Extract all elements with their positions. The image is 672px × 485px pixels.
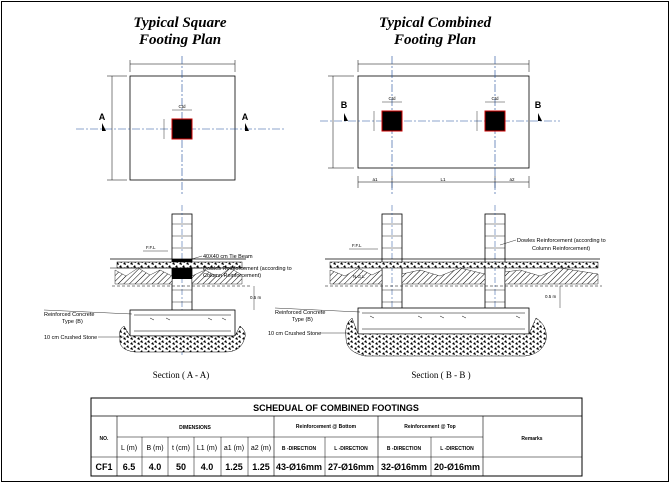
dowels-label-a-2: Column Reinforcement): [203, 273, 261, 279]
stone-label-b: 10 cm Crushed Stone: [268, 331, 321, 337]
ffl-label-a: F.F.L: [146, 245, 156, 250]
dowels-label-a-1: Dowles Reinforcement (according to: [203, 266, 292, 272]
section-mark-b-left: B: [341, 100, 348, 110]
table-cell: 50: [176, 462, 186, 472]
column-square-left: [381, 110, 403, 132]
section-arrow-icon: [102, 123, 106, 131]
ffl-label-b: F.F.L: [352, 243, 362, 248]
column-square: [171, 118, 193, 140]
section-mark-b-right: B: [535, 100, 542, 110]
sub-header: L -DIRECTION: [440, 446, 474, 452]
combined-column-dim-right: Ctd: [491, 96, 499, 101]
tie-beam-label: 40X40 cm Tie Beam: [203, 254, 253, 260]
bottom-header: Reinforcement @ Bottom: [296, 424, 357, 430]
section-mark-a-left: A: [99, 112, 106, 122]
sub-header: a2 (m): [251, 445, 271, 452]
sub-header: a1 (m): [224, 445, 244, 452]
table-cell: 4.0: [201, 462, 214, 472]
table-cell: 27-Ø16mm: [328, 462, 374, 472]
sub-header: t (cm): [172, 445, 190, 452]
table-cell: 1.25: [225, 462, 243, 472]
rc-label-b-1: Reinforced Concrete: [275, 310, 325, 316]
section-b-b: 0.5 m F.F.L N.G.L Dowles Reinforcement (…: [268, 205, 606, 380]
dowels-label-b-1: Dowles Reinforcement (according to: [517, 238, 606, 244]
top-header: Reinforcement @ Top: [404, 424, 455, 430]
no-header: NO.: [100, 436, 110, 442]
combined-title-line2: Footing Plan: [393, 32, 476, 48]
rc-label-b-2: Type (B): [292, 317, 313, 323]
depth-label-b: 0.5 m: [545, 294, 557, 299]
dowels-label-b-2: Column Reinforcement): [532, 246, 590, 252]
section-arrow-icon: [538, 113, 542, 121]
combined-footing-plan: a1 L1 a2 Ctd Ctd B B: [320, 56, 560, 196]
table-cell: 1.25: [252, 462, 270, 472]
sub-header: B -DIRECTION: [282, 446, 317, 452]
combined-footing-outline: [357, 75, 530, 169]
table-cell: 43-Ø16mm: [276, 462, 322, 472]
footing-a: [129, 309, 236, 337]
schedule-title: SCHEDUAL OF COMBINED FOOTINGS: [253, 403, 419, 413]
ngl-label: N.G.L: [353, 274, 365, 279]
sub-header: L (m): [121, 445, 137, 452]
square-title-line1: Typical Square: [133, 15, 227, 31]
dim-a1: a1: [372, 177, 378, 182]
section-arrow-icon: [344, 113, 348, 121]
footing-b: [357, 307, 530, 335]
section-a-a: 0.5 m F.F.L 40X40 cm Tie Beam Dowles Rei…: [43, 205, 292, 380]
remarks-header: Remarks: [521, 436, 542, 442]
section-arrow-icon: [245, 123, 249, 131]
dim-a2: a2: [509, 177, 515, 182]
rc-label-a-1: Reinforced Concrete: [44, 312, 94, 318]
sub-header: L -DIRECTION: [334, 446, 368, 452]
combined-column-dim-left: Ctd: [388, 96, 396, 101]
table-cell: 20-Ø16mm: [434, 462, 480, 472]
square-title-line2: Footing Plan: [138, 32, 221, 48]
section-caption-b: Section ( B - B ): [411, 370, 470, 380]
square-column-dim: Ctd: [178, 104, 186, 109]
table-cell: 4.0: [149, 462, 162, 472]
square-footing-plan: Ctd A A: [76, 56, 285, 196]
dim-l1: L1: [440, 177, 446, 182]
table-cell: 6.5: [123, 462, 136, 472]
sub-header: B -DIRECTION: [387, 446, 422, 452]
section-mark-a-right: A: [242, 112, 249, 122]
sub-header: L1 (m): [197, 445, 217, 452]
rc-label-a-2: Type (B): [62, 319, 83, 325]
row-no: CF1: [95, 462, 112, 472]
column-square-right: [484, 110, 506, 132]
sub-header: B (m): [146, 445, 163, 452]
depth-label-a: 0.5 m: [250, 295, 262, 300]
section-caption-a: Section ( A - A): [153, 370, 210, 380]
table-cell: 32-Ø16mm: [381, 462, 427, 472]
schedule-table: SCHEDUAL OF COMBINED FOOTINGS NO. DIMENS…: [90, 397, 583, 477]
dimensions-header: DIMENSIONS: [179, 425, 211, 431]
combined-title-line1: Typical Combined: [379, 15, 492, 31]
stone-label-a: 10 cm Crushed Stone: [44, 335, 97, 341]
square-footing-outline: [129, 75, 236, 181]
